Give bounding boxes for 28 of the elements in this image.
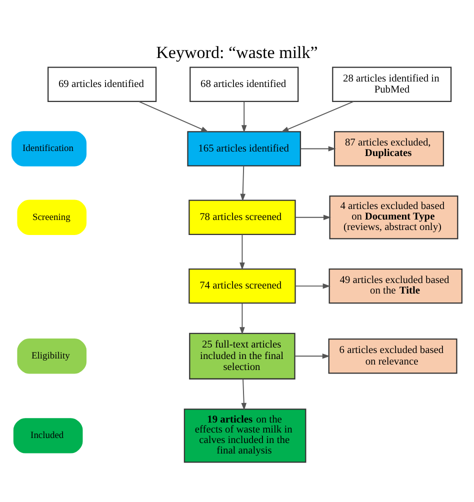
arrow xyxy=(294,282,330,288)
arrow xyxy=(240,164,246,201)
arrow xyxy=(240,302,245,334)
arrow xyxy=(295,214,332,220)
node-box: Eligibility xyxy=(17,338,87,374)
arrow xyxy=(281,100,354,132)
node-box: 19 articles on the effects of waste milk in calves included in the final analysis xyxy=(184,408,306,462)
node-box: 165 articles identified xyxy=(187,130,302,166)
node-box: 25 full-text articles included in the final selection xyxy=(189,332,296,379)
arrow xyxy=(294,352,330,358)
node-box: Screening xyxy=(17,199,87,235)
arrow xyxy=(138,100,209,132)
diagram-title: Keyword: “waste milk” xyxy=(156,42,318,62)
node-box: 6 articles excluded based on relevance xyxy=(328,338,458,374)
arrow xyxy=(240,234,245,270)
node-box: 4 articles excluded based on Document Type (reviews, abstract only) xyxy=(329,195,458,239)
node-box: 68 articles identified xyxy=(190,66,299,102)
node-box: 69 articles identified xyxy=(48,66,157,102)
node-box: 28 articles identified in PubMed xyxy=(332,66,452,102)
node-box: 74 articles screened xyxy=(188,268,296,304)
node-box: 49 articles excluded based on the Title xyxy=(328,268,462,304)
node-box: 87 articles excluded, Duplicates xyxy=(334,130,444,166)
node-box: 78 articles screened xyxy=(188,199,296,235)
arrow xyxy=(300,146,336,151)
node-box: Included xyxy=(13,418,83,453)
arrow xyxy=(241,100,247,132)
arrow xyxy=(241,378,247,410)
node-box: Identification xyxy=(12,130,87,166)
